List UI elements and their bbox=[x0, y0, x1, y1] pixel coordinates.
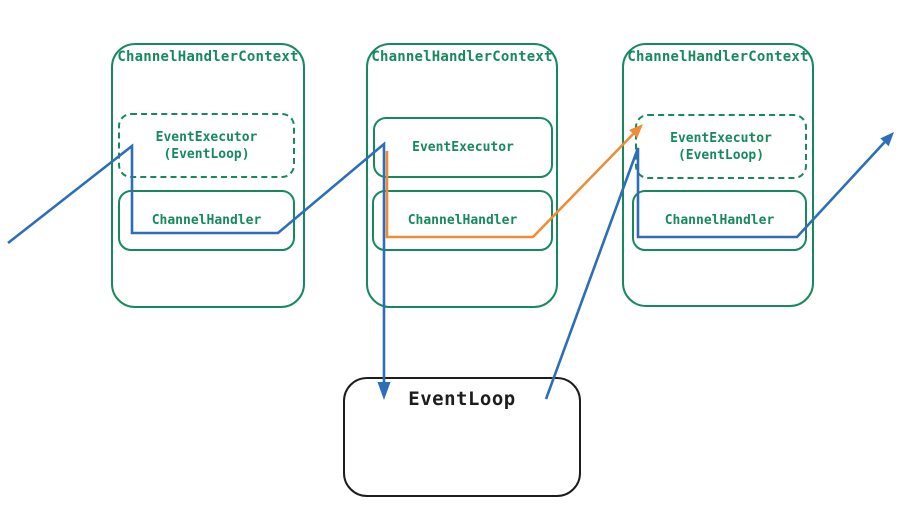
event-executor-box-2: EventExecutor bbox=[373, 117, 553, 178]
event-executor-box-3: EventExecutor (EventLoop) bbox=[635, 114, 807, 179]
event-executor-label: EventExecutor bbox=[155, 129, 258, 145]
channel-handler-box-1: ChannelHandler bbox=[118, 190, 295, 251]
channel-handler-context-2: ChannelHandlerContext EventExecutor Chan… bbox=[366, 43, 558, 308]
channel-handler-label: ChannelHandler bbox=[151, 213, 262, 228]
context-title: ChannelHandlerContext bbox=[117, 49, 299, 65]
arrowhead-up-right-icon bbox=[880, 132, 894, 147]
channel-handler-context-3: ChannelHandlerContext EventExecutor (Eve… bbox=[622, 43, 814, 307]
event-executor-label: EventExecutor bbox=[670, 130, 772, 146]
event-executor-sublabel: (EventLoop) bbox=[677, 147, 765, 163]
context-title: ChannelHandlerContext bbox=[627, 49, 809, 65]
channel-handler-label: ChannelHandler bbox=[407, 213, 518, 228]
eventloop-box: EventLoop bbox=[343, 377, 581, 497]
channel-handler-context-1: ChannelHandlerContext EventExecutor (Eve… bbox=[111, 43, 305, 308]
channel-handler-box-3: ChannelHandler bbox=[632, 190, 807, 251]
eventloop-label: EventLoop bbox=[408, 388, 516, 410]
event-executor-sublabel: (EventLoop) bbox=[163, 146, 250, 162]
event-executor-label: EventExecutor bbox=[412, 140, 514, 155]
channel-handler-box-2: ChannelHandler bbox=[372, 190, 553, 251]
context-title: ChannelHandlerContext bbox=[371, 49, 553, 65]
channel-handler-label: ChannelHandler bbox=[664, 213, 775, 228]
event-executor-box-1: EventExecutor (EventLoop) bbox=[118, 113, 295, 178]
